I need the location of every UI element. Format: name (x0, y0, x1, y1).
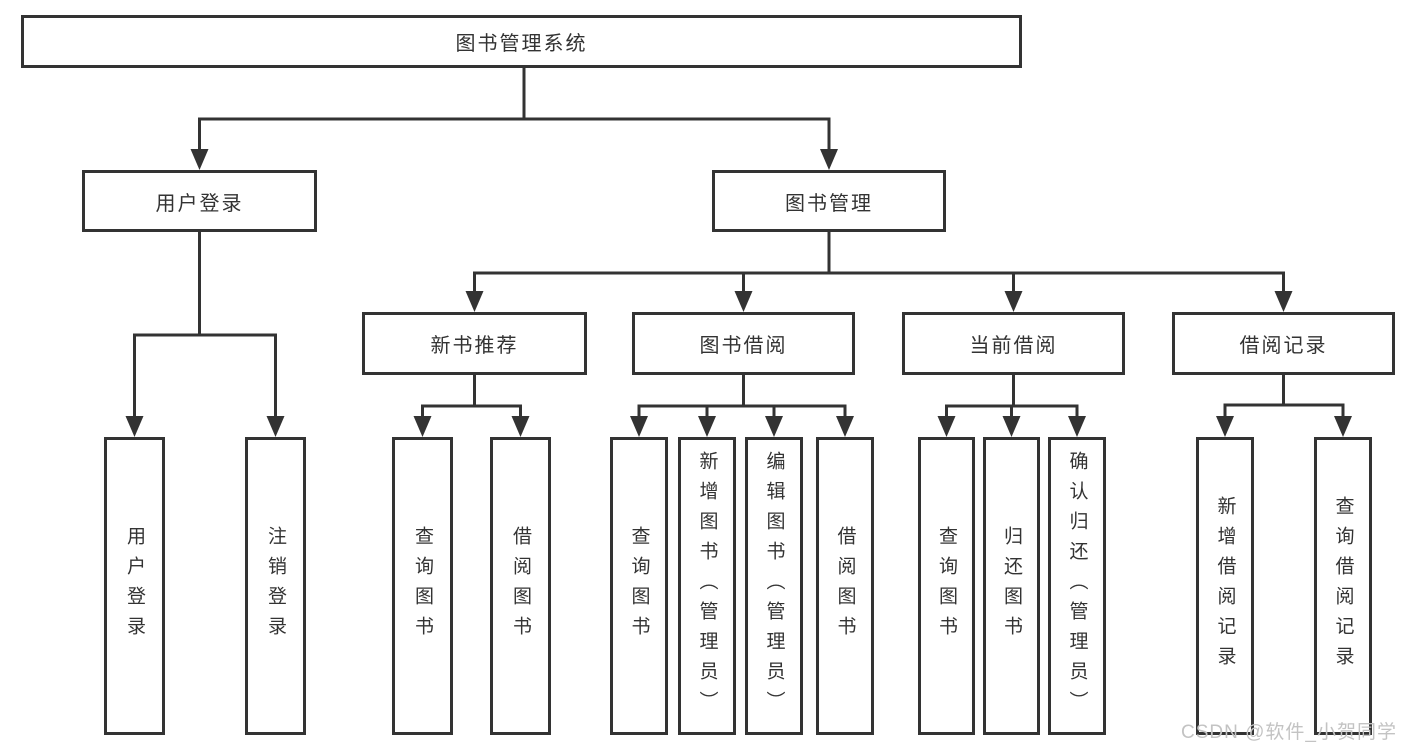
node-root: 图书管理系统 (21, 15, 1022, 68)
arrowhead-icon (511, 416, 530, 437)
node-book-borrow: 图书借阅 (632, 312, 855, 375)
watermark: CSDN @软件_小贺同学 (1181, 722, 1397, 743)
node-label: 确认归还（管理员） (1066, 451, 1088, 721)
node-label: 查询图书 (936, 526, 957, 646)
node-label: 图书借阅 (699, 335, 788, 357)
arrowhead-icon (765, 416, 783, 437)
node-label: 用户登录 (124, 526, 145, 646)
arrowhead-icon (836, 416, 854, 437)
arrowhead-icon (937, 416, 956, 437)
node-bb-query-book: 查询图书 (610, 437, 668, 735)
arrowhead-icon (190, 149, 209, 170)
node-new-book-rec: 新书推荐 (362, 312, 587, 375)
node-nbr-borrow-book: 借阅图书 (490, 437, 551, 735)
arrowhead-icon (698, 416, 716, 437)
node-label: 借阅记录 (1239, 335, 1328, 357)
node-bb-edit-book: 编辑图书（管理员） (745, 437, 803, 735)
arrowhead-icon (1068, 416, 1086, 437)
node-label: 图书管理 (785, 192, 873, 215)
node-ul-logout: 注销登录 (245, 437, 306, 735)
node-label: 新增借阅记录 (1214, 496, 1236, 676)
node-label: 新书推荐 (430, 335, 519, 357)
arrowhead-icon (413, 416, 432, 437)
node-label: 查询借阅记录 (1332, 496, 1354, 676)
node-cb-return-book: 归还图书 (983, 437, 1040, 735)
node-current-borrow: 当前借阅 (902, 312, 1125, 375)
arrowhead-icon (465, 291, 484, 312)
node-label: 图书管理系统 (455, 33, 588, 55)
node-label: 新增图书（管理员） (696, 451, 718, 721)
arrowhead-icon (1274, 291, 1293, 312)
node-label: 编辑图书（管理员） (763, 451, 785, 721)
node-br-add-record: 新增借阅记录 (1196, 437, 1254, 735)
node-br-query-record: 查询借阅记录 (1314, 437, 1372, 735)
arrowhead-icon (734, 291, 753, 312)
node-book-mgmt: 图书管理 (712, 170, 946, 232)
node-label: 当前借阅 (969, 335, 1058, 357)
node-label: 借阅图书 (834, 526, 856, 646)
node-cb-query-book: 查询图书 (918, 437, 975, 735)
node-label: 归还图书 (1001, 526, 1022, 646)
node-label: 注销登录 (265, 526, 286, 646)
node-nbr-query-book: 查询图书 (392, 437, 453, 735)
arrowhead-icon (1004, 291, 1023, 312)
node-ul-login: 用户登录 (104, 437, 165, 735)
arrowhead-icon (266, 416, 285, 437)
node-borrow-records: 借阅记录 (1172, 312, 1395, 375)
arrowhead-icon (1002, 416, 1021, 437)
arrowhead-icon (630, 416, 648, 437)
node-label: 用户登录 (155, 192, 244, 215)
node-label: 借阅图书 (510, 526, 531, 646)
arrowhead-icon (1334, 416, 1352, 437)
node-cb-confirm-return: 确认归还（管理员） (1048, 437, 1106, 735)
node-bb-borrow-book: 借阅图书 (816, 437, 874, 735)
arrowhead-icon (125, 416, 144, 437)
arrowhead-icon (820, 149, 838, 170)
arrowhead-icon (1216, 416, 1234, 437)
node-label: 查询图书 (628, 526, 650, 646)
node-bb-add-book: 新增图书（管理员） (678, 437, 736, 735)
node-user-login: 用户登录 (82, 170, 317, 232)
node-label: 查询图书 (412, 526, 433, 646)
